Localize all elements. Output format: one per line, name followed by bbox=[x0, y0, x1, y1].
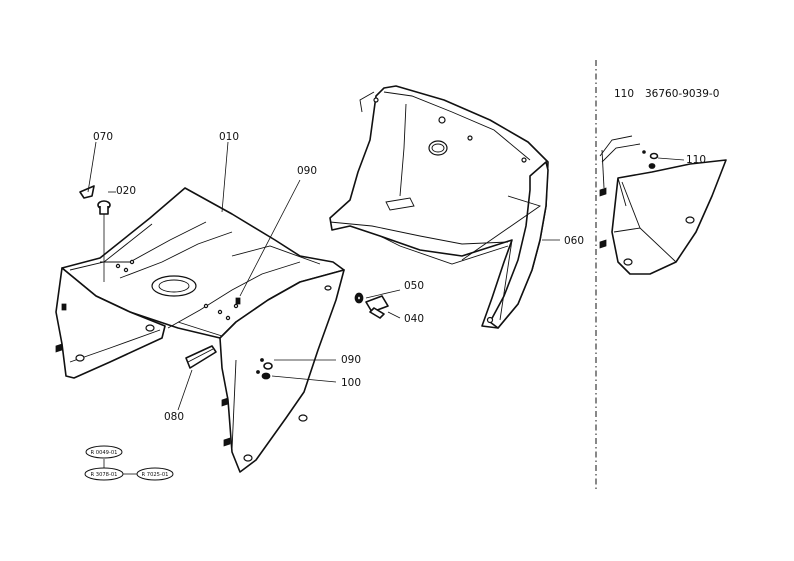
variant-panel-110 bbox=[599, 135, 727, 275]
label-080: 080 bbox=[164, 411, 184, 423]
dash-panel-010 bbox=[55, 185, 345, 473]
label-020: 020 bbox=[116, 185, 136, 197]
label-070: 070 bbox=[93, 131, 113, 143]
rear-cover-060 bbox=[329, 85, 549, 329]
leader-lines bbox=[87, 141, 560, 411]
ref-right: R 7025-01 bbox=[142, 472, 169, 478]
variant-part-code: 36760-9039-0 bbox=[645, 88, 719, 100]
label-090-upper: 090 bbox=[297, 165, 317, 177]
reference-symbols bbox=[84, 445, 174, 481]
label-060: 060 bbox=[564, 235, 584, 247]
variant-number: 110 bbox=[614, 88, 634, 100]
fasteners-090-100 bbox=[256, 358, 273, 380]
label-090-lower: 090 bbox=[341, 354, 361, 366]
label-040: 040 bbox=[404, 313, 424, 325]
label-100: 100 bbox=[341, 377, 361, 389]
label-010: 010 bbox=[219, 131, 239, 143]
ref-top: R 0049-01 bbox=[91, 450, 118, 456]
ref-left: R 3078-01 bbox=[91, 472, 118, 478]
label-050: 050 bbox=[404, 280, 424, 292]
screw-040-washer-050 bbox=[354, 292, 389, 319]
label-110: 110 bbox=[686, 154, 706, 166]
